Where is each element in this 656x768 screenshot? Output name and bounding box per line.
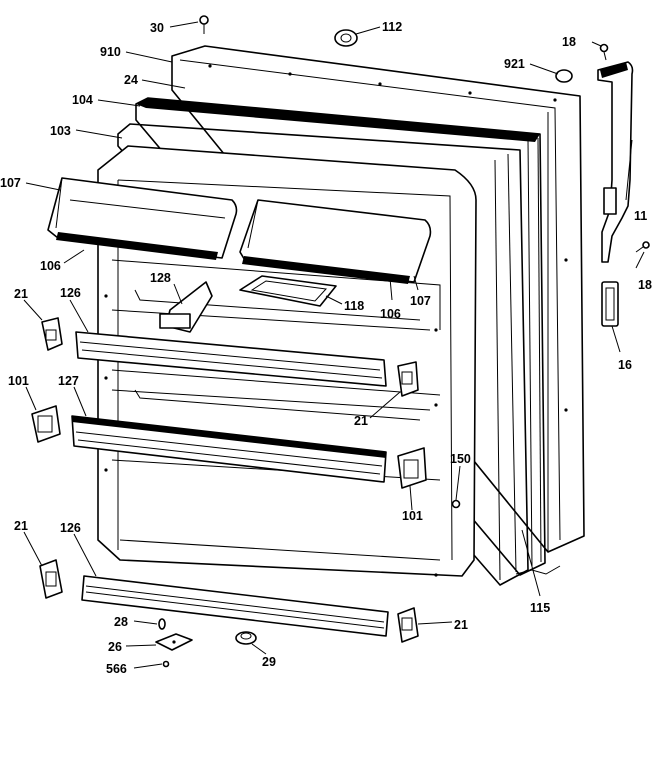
callout-11: 11 [634,209,647,223]
callout-30: 30 [150,21,164,35]
hinge-screw-side [635,241,650,253]
screw-566 [162,660,170,668]
shelf-end-cap-left-upper [41,317,63,351]
shelf-end-cap-right-lower [397,607,419,643]
callout-107-left: 107 [0,176,21,190]
shelf-guard [159,281,213,333]
callout-18-top: 18 [562,35,576,49]
leader-lines [23,21,645,669]
callout-127: 127 [58,374,79,388]
shelf-end-cap-left-lower [39,559,63,599]
dairy-door-right [239,199,432,284]
callout-106-left: 106 [40,259,61,273]
door-shelf-upper [75,331,387,387]
door-hinge [597,61,634,263]
callout-21-b: 21 [354,414,368,428]
callout-128: 128 [150,271,171,285]
callout-150: 150 [450,452,471,466]
screw-150 [451,499,461,509]
callout-104: 104 [72,93,93,107]
callout-21-a: 21 [14,287,28,301]
callout-16: 16 [618,358,632,372]
door-shelf-lower [81,575,389,637]
door-shelf-middle [71,415,387,483]
callout-28: 28 [114,615,128,629]
callout-106-right: 106 [380,307,401,321]
callout-21-d: 21 [454,618,468,632]
callout-21-c: 21 [14,519,28,533]
callout-566: 566 [106,662,127,676]
cam-28 [158,618,166,630]
callout-18-side: 18 [638,278,652,292]
callout-24: 24 [124,73,138,87]
bracket-26 [155,633,193,651]
hinge-screw-top [599,43,609,61]
callout-126-lower: 126 [60,521,81,535]
callout-115: 115 [530,601,550,615]
dairy-door-left [47,177,238,260]
callout-26: 26 [108,640,122,654]
door-gasket [135,97,546,576]
shelf-end-cap-right-upper [397,361,419,397]
callouts: 30 112 910 24 921 18 104 103 107 11 18 1… [0,20,652,676]
callout-103: 103 [50,124,71,138]
trim-115 [515,565,561,575]
callout-107-right: 107 [410,294,431,308]
screw-top [199,15,209,34]
callout-112: 112 [382,20,402,34]
hinge-shim [601,281,619,327]
hinge-cap [555,69,573,83]
inner-door-liner [117,123,529,586]
callout-101-right: 101 [402,509,423,523]
stop-29 [235,631,257,645]
shelf-retainer-left [31,405,61,443]
callout-910: 910 [100,45,121,59]
callout-118: 118 [344,299,364,313]
callout-101-left: 101 [8,374,29,388]
callout-921: 921 [504,57,525,71]
callout-126-upper: 126 [60,286,81,300]
plug-button [334,29,358,47]
callout-29: 29 [262,655,276,669]
shelf-retainer-right [397,447,427,489]
egg-tray [239,275,337,307]
